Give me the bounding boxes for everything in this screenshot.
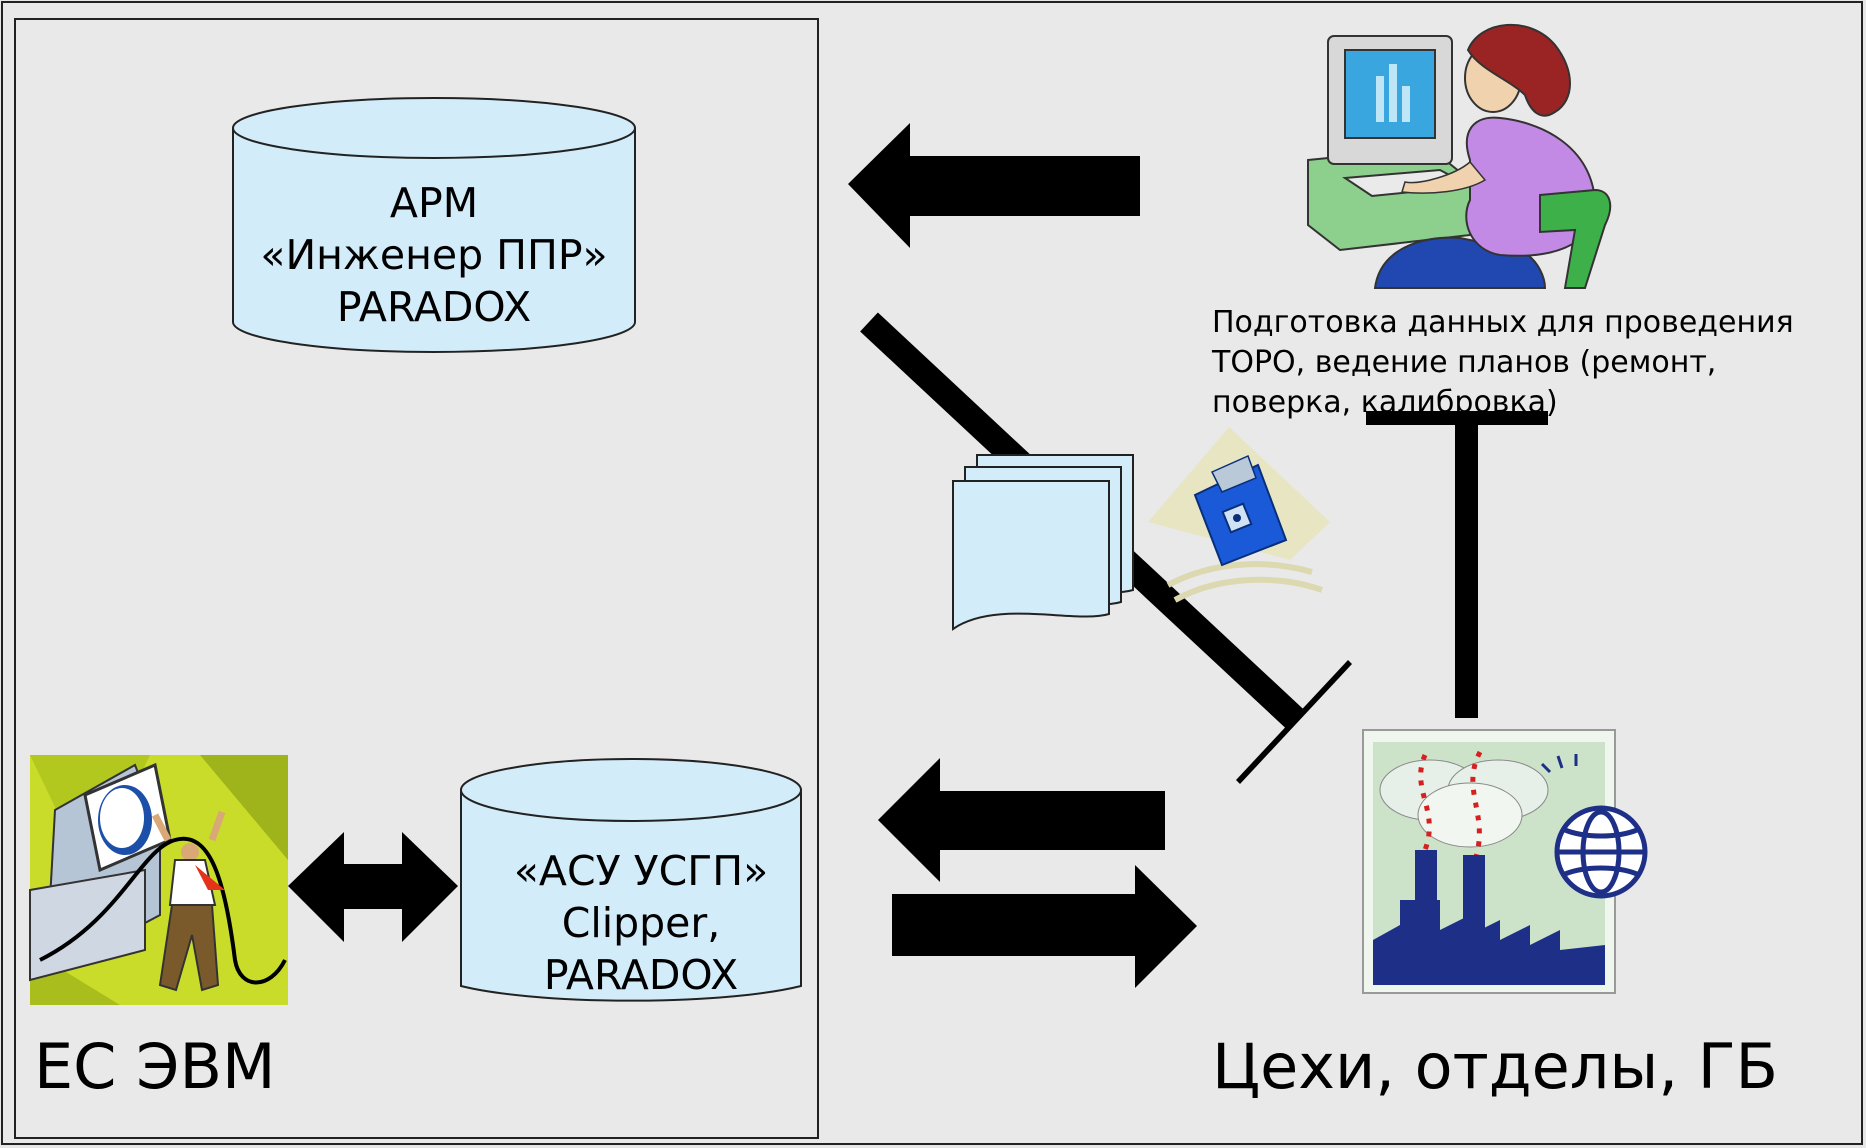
factory-globe-icon <box>1362 729 1648 994</box>
process-description: Подготовка данных для проведения ТОРО, в… <box>1212 305 1794 420</box>
asu-database-cylinder <box>460 758 802 1002</box>
arm-database-label: АРМ «Инженер ППР» PARADOX <box>233 177 635 333</box>
floppy-disk-icon <box>1148 427 1330 603</box>
arm-database-cylinder <box>232 97 636 353</box>
arrow-to-arm <box>848 123 1140 248</box>
document-stack-icon <box>952 454 1134 631</box>
double-arrow-mainframe-asu <box>288 832 458 942</box>
arrow-to-shops <box>892 865 1197 988</box>
asu-label-line-3: PARADOX <box>543 951 739 999</box>
asu-label-line-2: Clipper, <box>561 899 721 947</box>
shops-caption: Цехи, отделы, ГБ <box>1212 1030 1779 1103</box>
arrow-from-shops <box>878 758 1165 882</box>
mainframe-caption: ЕС ЭВМ <box>34 1030 276 1103</box>
asu-label-line-1: «АСУ УСГП» <box>513 847 769 895</box>
arm-label-line-1: АРМ <box>389 179 479 227</box>
arm-label-line-3: PARADOX <box>336 283 532 331</box>
arm-label-line-2: «Инженер ППР» <box>260 231 608 279</box>
woman-at-computer-icon <box>1307 24 1612 289</box>
asu-database-label: «АСУ УСГП» Clipper, PARADOX <box>481 845 801 1001</box>
mainframe-operator-icon <box>29 755 288 1005</box>
vertical-connector <box>1366 411 1548 718</box>
